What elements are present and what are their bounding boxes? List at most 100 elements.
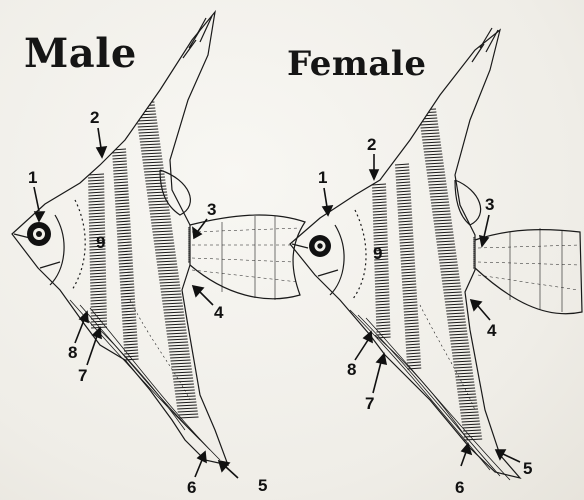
stripe-hatch-line xyxy=(115,200,129,201)
stripe-hatch-line xyxy=(396,179,410,180)
stripe-hatch-line xyxy=(402,281,416,282)
stripe-hatch-line xyxy=(455,373,473,374)
stripe-hatch-line xyxy=(375,271,389,272)
stripe-hatch-line xyxy=(419,118,437,119)
stripe-hatch-line xyxy=(407,356,421,357)
stripe-hatch-line xyxy=(135,108,155,109)
stripe-hatch-line xyxy=(120,290,134,291)
stripe-hatch-line xyxy=(432,208,450,209)
stripe-hatch-line xyxy=(452,349,470,350)
stripe-hatch-line xyxy=(404,311,418,312)
stripe-hatch-line xyxy=(396,185,410,186)
female-label-5: 5 xyxy=(523,459,532,479)
stripe-hatch-line xyxy=(420,124,438,125)
stripe-hatch-line xyxy=(373,223,387,224)
stripe-hatch-line xyxy=(442,277,460,278)
stripe-hatch-line xyxy=(88,183,104,184)
stripe-hatch-line xyxy=(91,300,107,301)
stripe-hatch-line xyxy=(401,260,415,261)
stripe-hatch-line xyxy=(462,424,480,425)
stripe-hatch-line xyxy=(91,324,107,325)
stripe-hatch-line xyxy=(438,250,456,251)
stripe-hatch-line xyxy=(91,303,107,304)
stripe-hatch-line xyxy=(137,123,157,124)
pointer-arrows xyxy=(34,128,520,478)
stripe-hatch-line xyxy=(401,257,415,258)
stripe-hatch-line xyxy=(160,282,180,283)
stripe-hatch-line xyxy=(89,213,105,214)
stripe-hatch-line xyxy=(118,245,132,246)
stripe-hatch-line xyxy=(115,206,129,207)
stripe-hatch-line xyxy=(423,148,441,149)
stripe-hatch-line xyxy=(141,147,161,148)
stripe-hatch-line xyxy=(90,270,106,271)
stripe-hatch-line xyxy=(90,258,106,259)
stripe-hatch-line xyxy=(401,269,415,270)
stripe-hatch-line xyxy=(139,135,159,136)
stripe-hatch-line xyxy=(113,161,127,162)
female-label-7: 7 xyxy=(365,394,374,414)
stripe-hatch-line xyxy=(173,378,193,379)
stripe-hatch-line xyxy=(405,335,419,336)
stripe-hatch-line xyxy=(407,362,421,363)
stripe-hatch-line xyxy=(188,241,197,242)
stripe-hatch-line xyxy=(173,381,193,382)
stripe-hatch-line xyxy=(421,130,439,131)
stripe-hatch-line xyxy=(374,235,388,236)
stripe-hatch-line xyxy=(455,370,473,371)
stripe-hatch-line xyxy=(374,238,388,239)
stripe-hatch-line xyxy=(115,197,129,198)
stripe-hatch-line xyxy=(404,314,418,315)
female-label-6: 6 xyxy=(455,478,464,498)
stripe-hatch-line xyxy=(168,342,188,343)
male-label-5: 5 xyxy=(258,476,267,496)
stripe-hatch-line xyxy=(144,171,164,172)
stripe-hatch-line xyxy=(135,105,155,106)
stripe-hatch-line xyxy=(445,304,463,305)
stripe-hatch-line xyxy=(376,322,390,323)
stripe-hatch-line xyxy=(395,164,409,165)
stripe-hatch-line xyxy=(457,385,475,386)
stripe-hatch-line xyxy=(376,301,390,302)
stripe-hatch-line xyxy=(376,304,390,305)
stripe-hatch-line xyxy=(403,290,417,291)
stripe-hatch-line xyxy=(447,313,465,314)
stripe-hatch-line xyxy=(146,183,166,184)
stripe-hatch-line xyxy=(170,354,190,355)
stripe-hatch-line xyxy=(91,318,107,319)
female-label-3: 3 xyxy=(485,195,494,215)
male-label-6: 6 xyxy=(187,478,196,498)
stripe-hatch-line xyxy=(169,348,189,349)
stripe-hatch-line xyxy=(440,268,458,269)
stripe-hatch-line xyxy=(439,259,457,260)
stripe-hatch-line xyxy=(473,265,482,266)
stripe-hatch-line xyxy=(145,177,165,178)
stripe-hatch-line xyxy=(399,236,413,237)
stripe-hatch-line xyxy=(452,352,470,353)
male-title: Male xyxy=(24,30,137,77)
stripe-hatch-line xyxy=(116,215,130,216)
stripe-hatch-line xyxy=(89,201,105,202)
stripe-hatch-line xyxy=(430,196,448,197)
stripe-hatch-line xyxy=(123,326,137,327)
stripe-hatch-line xyxy=(425,157,443,158)
stripe-hatch-line xyxy=(175,393,195,394)
stripe-hatch-line xyxy=(458,397,476,398)
stripe-hatch-line xyxy=(119,260,133,261)
stripe-hatch-line xyxy=(401,266,415,267)
stripe-hatch-line xyxy=(428,181,446,182)
stripe-hatch-line xyxy=(89,219,105,220)
stripe-hatch-line xyxy=(450,334,468,335)
stripe-hatch-line xyxy=(163,309,183,310)
stripe-hatch-line xyxy=(375,280,389,281)
stripe-hatch-line xyxy=(398,209,412,210)
stripe-hatch-line xyxy=(165,318,185,319)
stripe-hatch-line xyxy=(115,191,129,192)
stripe-hatch-line xyxy=(175,390,195,391)
stripe-hatch-line xyxy=(90,261,106,262)
stripe-hatch-line xyxy=(88,198,104,199)
stripe-hatch-line xyxy=(442,283,460,284)
stripe-hatch-line xyxy=(188,243,197,244)
stripe-hatch-line xyxy=(149,207,169,208)
stripe-hatch-line xyxy=(113,158,127,159)
